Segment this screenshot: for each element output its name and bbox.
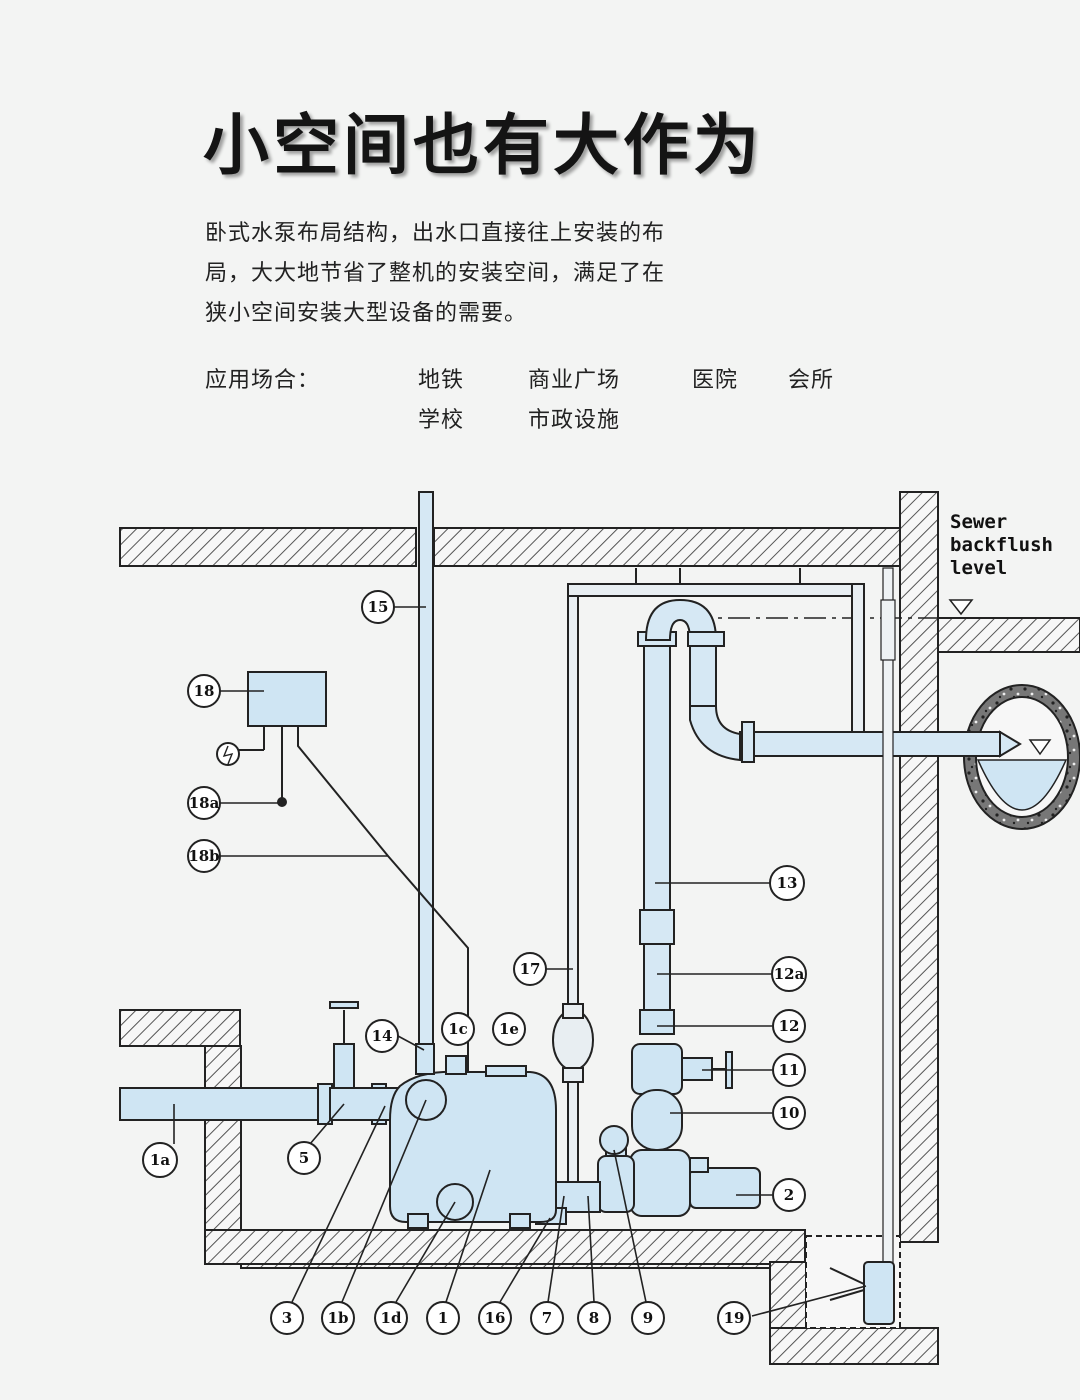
description-line: 卧式水泵布局结构，出水口直接往上安装的布 xyxy=(205,221,666,246)
svg-text:10: 10 xyxy=(779,1104,800,1122)
callout-1e: 1e xyxy=(492,1012,526,1046)
application-item: 学校 xyxy=(418,408,465,433)
callout-12: 12 xyxy=(772,1009,806,1043)
page-title: 小空间也有大作为 xyxy=(203,107,763,184)
svg-text:17: 17 xyxy=(520,960,541,978)
description-line: 狭小空间安装大型设备的需要。 xyxy=(205,301,528,326)
svg-text:1a: 1a xyxy=(150,1151,170,1169)
svg-text:13: 13 xyxy=(777,874,798,892)
callout-16: 16 xyxy=(478,1301,512,1335)
description: 卧式水泵布局结构，出水口直接往上安装的布 局，大大地节省了整机的安装空间，满足了… xyxy=(205,214,765,334)
leader-lines xyxy=(173,606,867,1317)
sewer-label-line: Sewer xyxy=(950,511,1007,533)
callout-14: 14 xyxy=(365,1019,399,1053)
callout-18b: 18b xyxy=(187,839,221,873)
application-item: 市政设施 xyxy=(528,408,621,433)
callout-18: 18 xyxy=(187,674,221,708)
pipework xyxy=(119,491,1022,1269)
svg-text:12a: 12a xyxy=(774,965,805,983)
svg-text:19: 19 xyxy=(724,1309,745,1327)
callout-1c: 1c xyxy=(441,1012,475,1046)
svg-text:11: 11 xyxy=(779,1061,800,1079)
sewer-label-line: level xyxy=(950,557,1007,579)
callout-12a: 12a xyxy=(771,956,807,992)
callout-9: 9 xyxy=(631,1301,665,1335)
callout-1a: 1a xyxy=(142,1142,178,1178)
callout-7: 7 xyxy=(530,1301,564,1335)
applications-label: 应用场合： xyxy=(205,368,321,393)
svg-text:2: 2 xyxy=(784,1186,794,1204)
sewer-label-line: backflush xyxy=(950,534,1053,556)
callout-1b: 1b xyxy=(321,1301,355,1335)
drainage-pump xyxy=(829,1261,895,1325)
callout-1: 1 xyxy=(426,1301,460,1335)
svg-text:7: 7 xyxy=(542,1309,552,1327)
description-line: 局，大大地节省了整机的安装空间，满足了在 xyxy=(205,261,666,286)
callout-13: 13 xyxy=(769,865,805,901)
svg-text:1e: 1e xyxy=(499,1020,519,1038)
callout-17: 17 xyxy=(513,952,547,986)
svg-text:12: 12 xyxy=(779,1017,800,1035)
svg-text:18b: 18b xyxy=(188,847,219,865)
svg-text:18a: 18a xyxy=(189,794,220,812)
callout-5: 5 xyxy=(287,1141,321,1175)
svg-text:1d: 1d xyxy=(381,1309,402,1327)
application-item: 地铁 xyxy=(418,368,465,393)
callout-8: 8 xyxy=(577,1301,611,1335)
svg-text:15: 15 xyxy=(368,598,389,616)
callout-19: 19 xyxy=(717,1301,751,1335)
svg-text:16: 16 xyxy=(485,1309,506,1327)
callout-3: 3 xyxy=(270,1301,304,1335)
svg-text:1b: 1b xyxy=(328,1309,349,1327)
svg-text:9: 9 xyxy=(643,1309,653,1327)
building-walls xyxy=(119,491,1080,1365)
callout-1d: 1d xyxy=(374,1301,408,1335)
callout-15: 15 xyxy=(361,590,395,624)
callout-2: 2 xyxy=(772,1178,806,1212)
callout-18a: 18a xyxy=(187,786,221,820)
svg-text:18: 18 xyxy=(194,682,215,700)
collection-tank xyxy=(389,1043,557,1229)
svg-text:14: 14 xyxy=(372,1027,393,1045)
svg-text:1c: 1c xyxy=(448,1020,468,1038)
application-item: 会所 xyxy=(788,368,835,393)
svg-text:3: 3 xyxy=(282,1309,292,1327)
svg-text:1: 1 xyxy=(438,1309,448,1327)
application-item: 医院 xyxy=(692,368,739,393)
callout-11: 11 xyxy=(772,1053,806,1087)
callout-10: 10 xyxy=(772,1096,806,1130)
svg-text:5: 5 xyxy=(299,1149,309,1167)
svg-text:8: 8 xyxy=(589,1309,599,1327)
application-item: 商业广场 xyxy=(528,368,621,393)
